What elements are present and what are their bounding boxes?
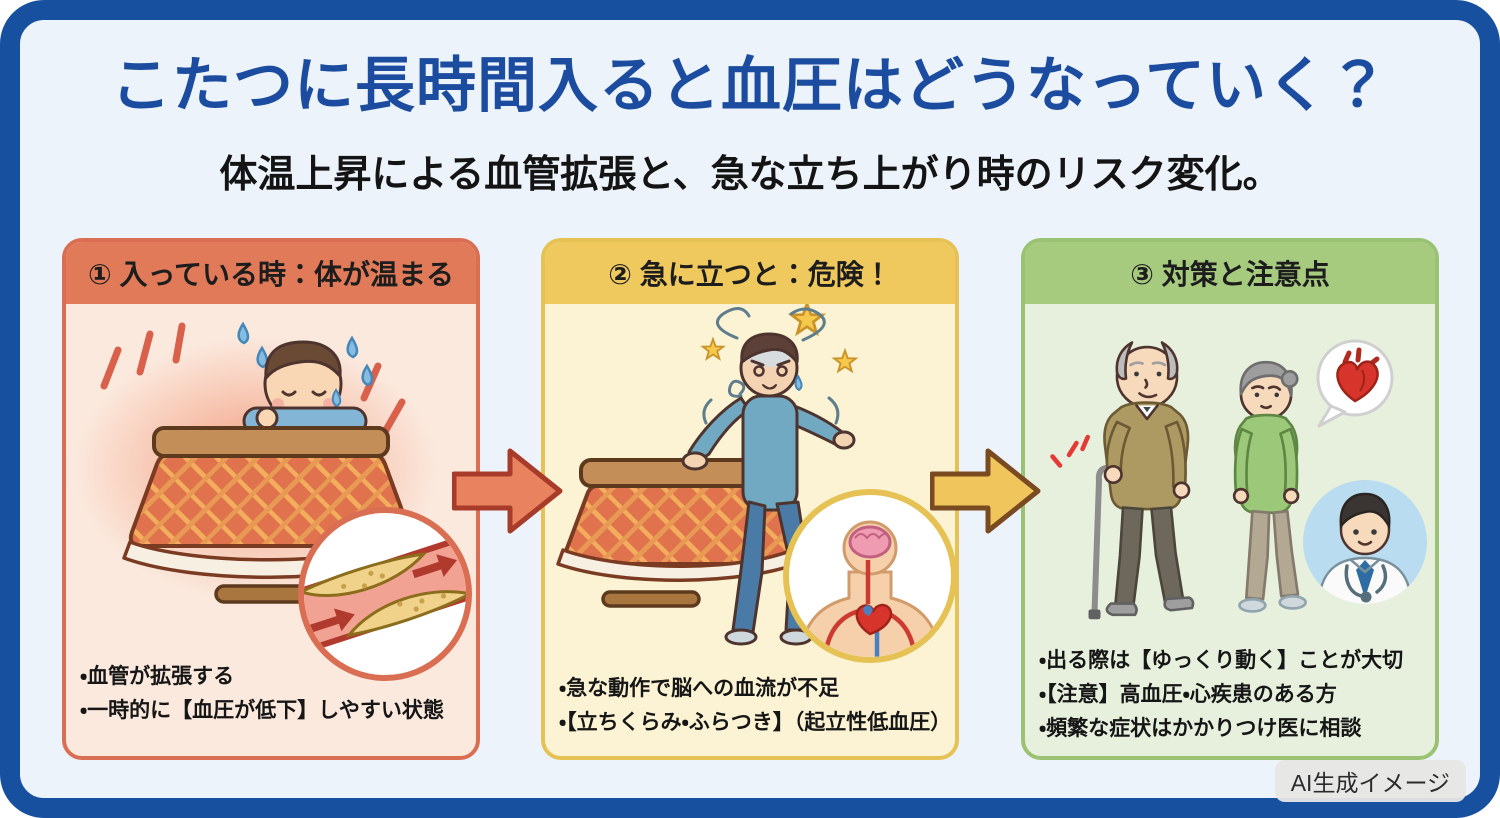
panel-precautions: ③ 対策と注意点 [1021, 238, 1439, 760]
list-item: ・急な動作で脳への血流が不足 [559, 676, 840, 700]
sweat-drops-icon [237, 321, 374, 387]
precautions-bullet-list: ・出る際は【ゆっくり動く】ことが大切 ・【注意】高血圧・心疾患のある方 ・頻繁な… [1039, 644, 1425, 746]
blood-vessel-icon [298, 507, 472, 681]
doctor-icon [1303, 480, 1427, 604]
list-item: ・頻繁な症状はかかりつけ医に相談 [1039, 716, 1362, 740]
panel-warming-body: ・血管が拡張する ・一時的に【血圧が低下】しやすい状態 [66, 304, 476, 756]
panel-precautions-body: ・出る際は【ゆっくり動く】ことが大切 ・【注意】高血圧・心疾患のある方 ・頻繁な… [1025, 304, 1435, 756]
list-item: ・出る際は【ゆっくり動く】ことが大切 [1039, 648, 1404, 672]
page-title: こたつに長時間入ると血圧はどうなっていく？ [111, 52, 1389, 119]
panel-danger-heading: ② 急に立つと：危険！ [545, 242, 955, 304]
heart-icon [1316, 339, 1394, 428]
arrow-right-icon [452, 448, 563, 534]
kotatsu-warming-illustration [74, 321, 472, 681]
warming-bullet-list: ・血管が拡張する ・一時的に【血圧が低下】しやすい状態 [80, 660, 466, 728]
panel-warming: ① 入っている時：体が温まる [62, 238, 480, 760]
alert-marks-icon [1050, 434, 1090, 468]
list-item: ・血管が拡張する [80, 664, 235, 688]
arrow-right-icon [930, 448, 1041, 534]
elderly-care-illustration [1050, 339, 1427, 620]
page-subtitle: 体温上昇による血管拡張と、急な立ち上がり時のリスク変化。 [219, 154, 1281, 196]
danger-bullet-list: ・急な動作で脳への血流が不足 ・【立ちくらみ・ふらつき】（起立性低血圧） [559, 672, 952, 740]
ai-generated-badge: AI生成イメージ [1274, 760, 1466, 802]
list-item: ・【注意】高血圧・心疾患のある方 [1039, 682, 1337, 706]
panel-precautions-heading: ③ 対策と注意点 [1025, 242, 1435, 304]
list-item: ・【立ちくらみ・ふらつき】（起立性低血圧） [559, 710, 952, 734]
circulation-icon [783, 489, 955, 663]
elderly-man [1050, 341, 1195, 620]
panel-danger: ② 急に立つと：危険！ [541, 238, 959, 760]
kotatsu-standup-dizzy-illustration [556, 304, 955, 663]
dizzy-swirls-icon [715, 307, 826, 398]
elderly-woman [1232, 360, 1307, 613]
panel-danger-body: ・急な動作で脳への血流が不足 ・【立ちくらみ・ふらつき】（起立性低血圧） [545, 304, 955, 756]
panel-warming-heading: ① 入っている時：体が温まる [66, 242, 476, 304]
list-item: ・一時的に【血圧が低下】しやすい状態 [80, 698, 444, 722]
